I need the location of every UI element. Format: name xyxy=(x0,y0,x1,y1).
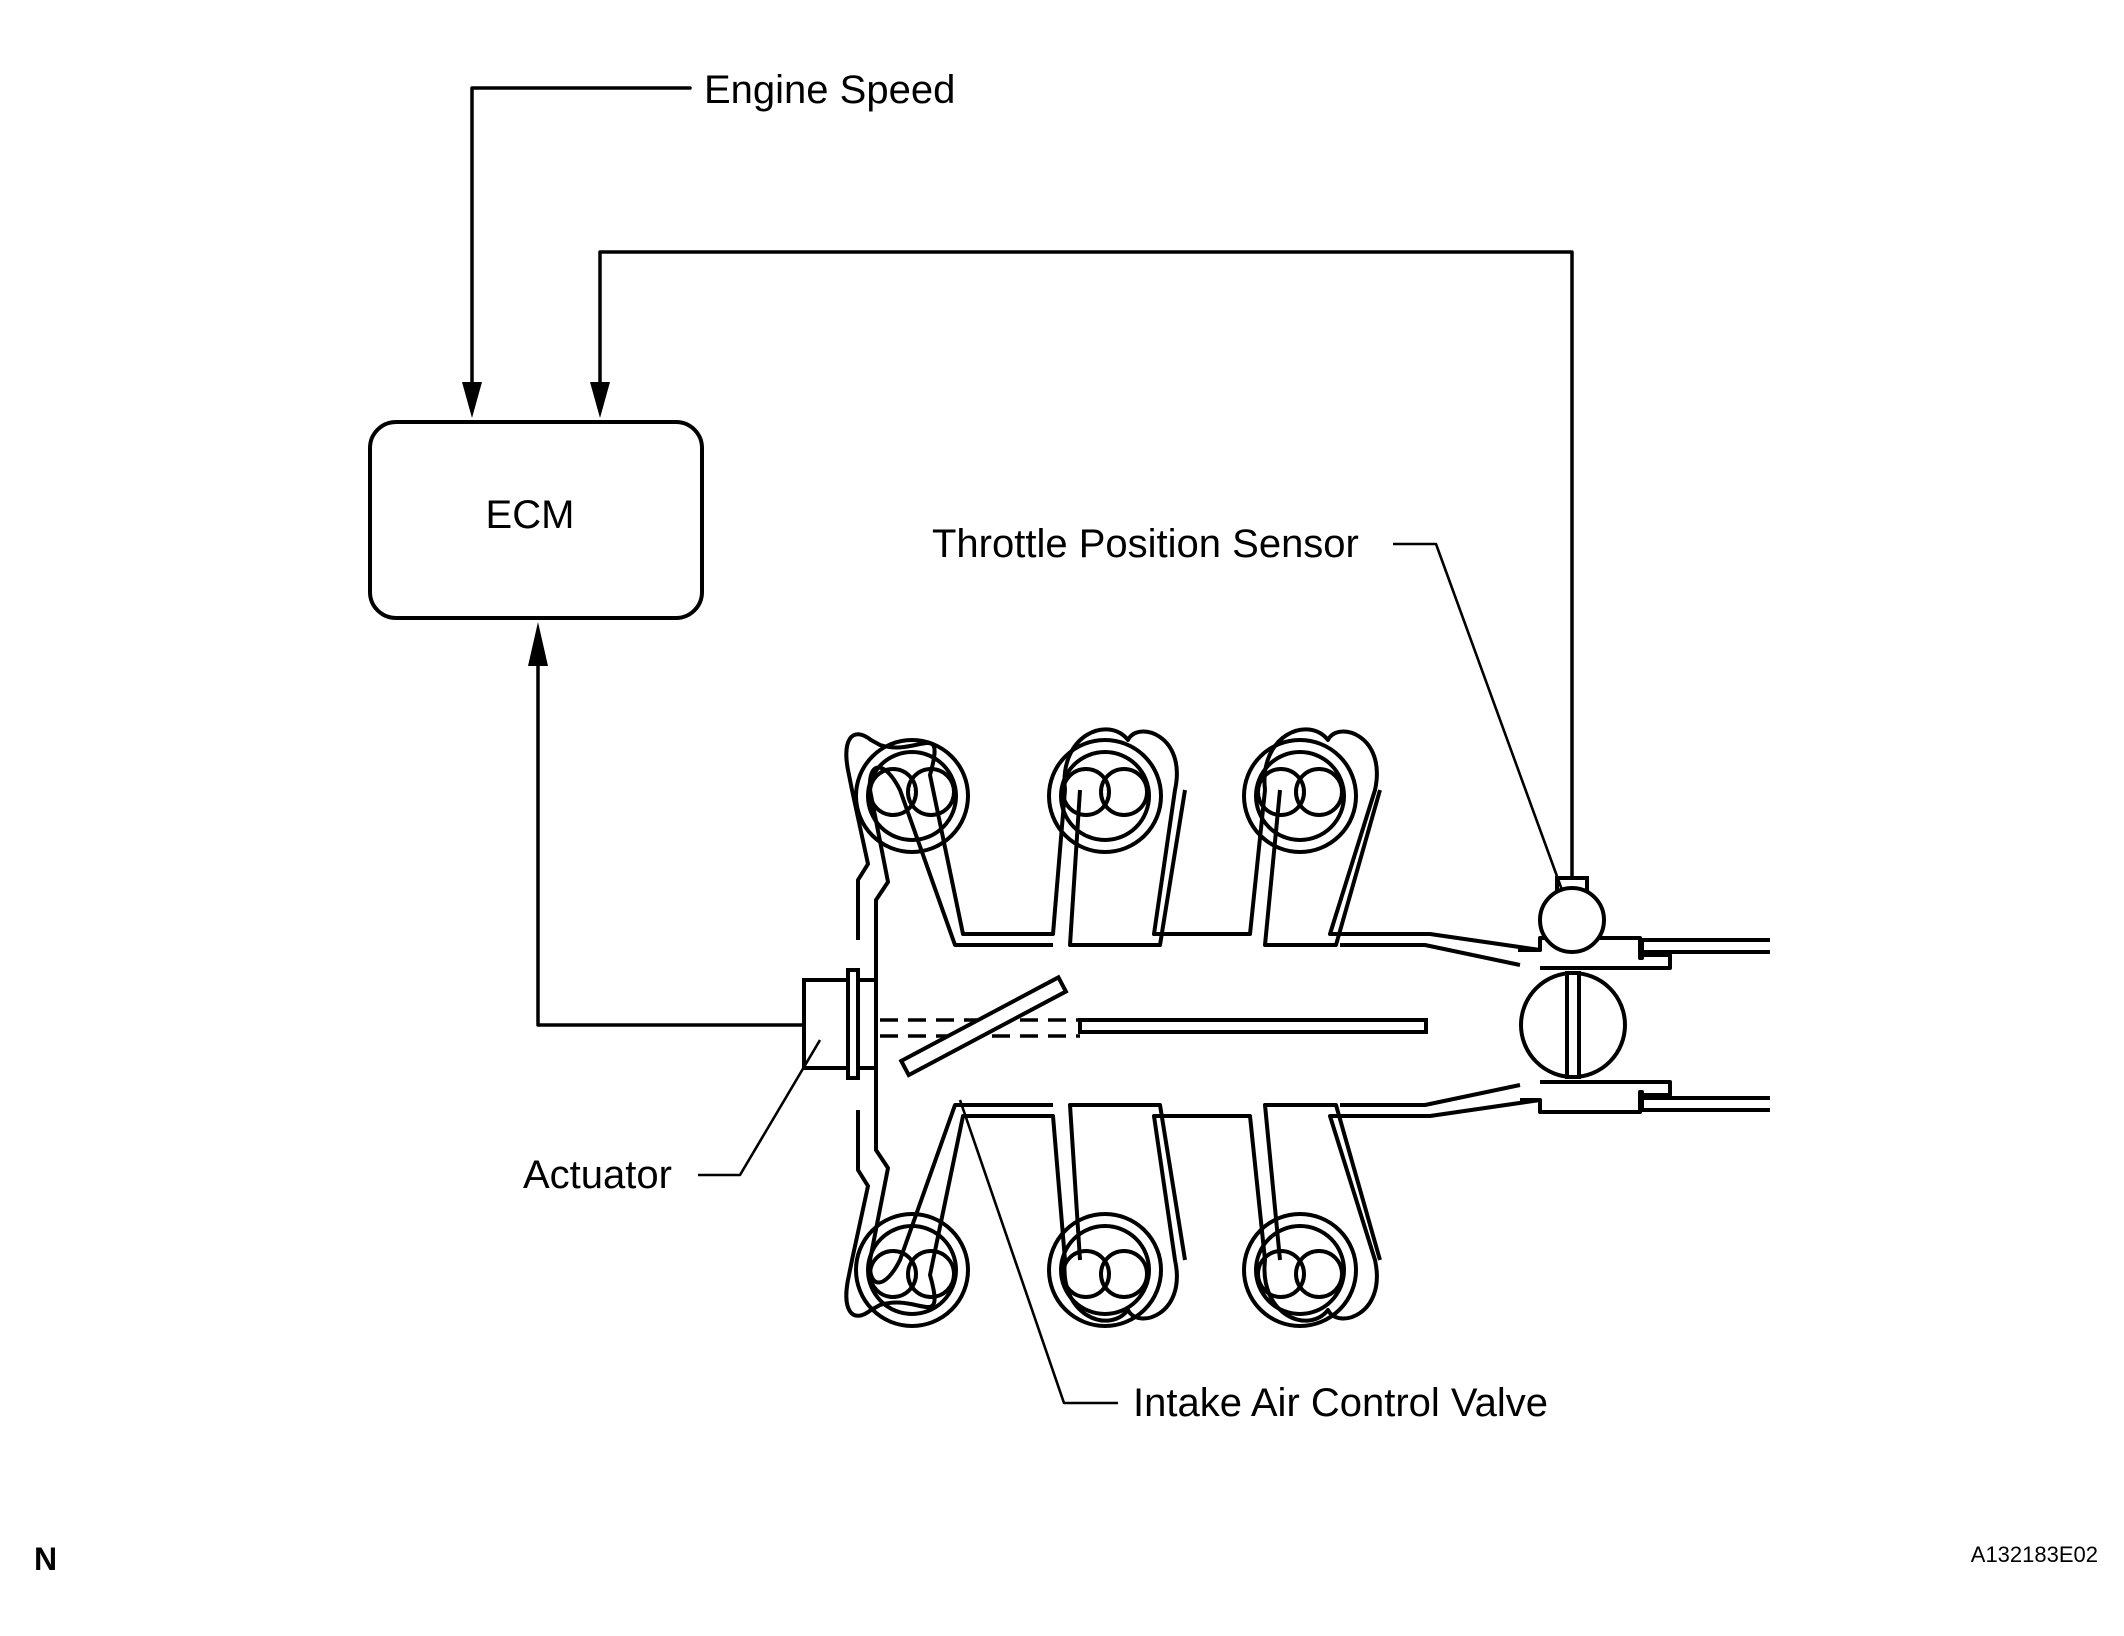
throttle-sensor-leader xyxy=(1393,542,1564,891)
throttle-position-sensor-label: Throttle Position Sensor xyxy=(932,522,1359,566)
figure-code: A132183E02 xyxy=(1971,1542,2098,1567)
engine-speed-label: Engine Speed xyxy=(704,68,955,112)
intake-air-control-valve xyxy=(880,974,1428,1078)
actuator-label: Actuator xyxy=(523,1153,672,1197)
actuator-leader xyxy=(698,1039,822,1177)
throttle-position-sensor xyxy=(1538,876,1606,954)
ecm-label: ECM xyxy=(486,493,575,537)
throttle-body xyxy=(1519,936,1770,1114)
runner-ports-upper xyxy=(854,738,1358,854)
throttle-sensor-signal-line xyxy=(590,250,1574,880)
actuator xyxy=(802,968,878,1080)
engine-speed-signal-line xyxy=(462,86,692,418)
ecm-box xyxy=(368,420,704,620)
runner-ports-lower xyxy=(854,1212,1358,1328)
intake-air-control-valve-label: Intake Air Control Valve xyxy=(1133,1381,1548,1425)
valve-leader xyxy=(958,1099,1118,1405)
actuator-signal-line xyxy=(528,622,806,1027)
corner-mark: N xyxy=(34,1541,57,1577)
